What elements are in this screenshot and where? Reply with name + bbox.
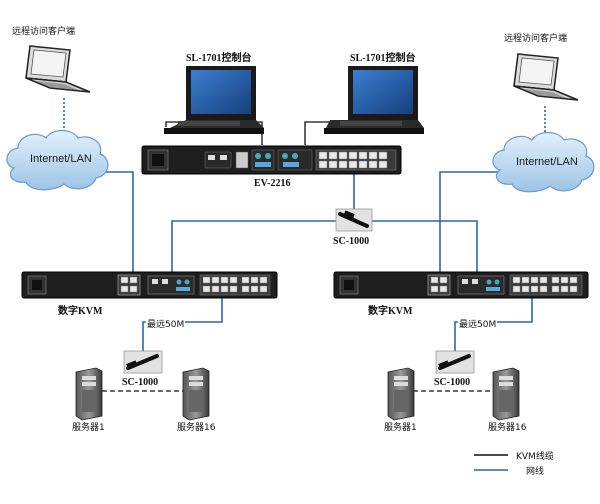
console-right-label: SL-1701控制台 (350, 53, 416, 64)
cloud-right-label: Internet/LAN (516, 156, 578, 168)
sc1000-right-icon (435, 350, 475, 374)
legend-kvm-label: KVM线缆 (516, 452, 554, 462)
laptop-right-icon (513, 53, 579, 101)
distance-right-label: 最远50M (458, 317, 498, 330)
server-tower-ll-icon (75, 367, 103, 421)
cloud-left-label: Internet/LAN (30, 153, 92, 165)
legend-network-label: 网线 (526, 467, 545, 477)
kvm-right-label: 数字KVM (368, 306, 413, 317)
server-tower-rl-icon (387, 367, 415, 421)
cloud-right-icon (492, 131, 595, 193)
console-right-icon (324, 66, 424, 134)
network-lines (63, 98, 546, 352)
kvm-right-icon (333, 271, 589, 299)
remote-client-left-label: 远程访问客户端 (12, 27, 76, 37)
kvm-left-label: 数字KVM (58, 306, 103, 317)
console-left-icon (164, 66, 264, 134)
ev2216-switch-icon (141, 145, 402, 175)
network-link-sc-right (372, 220, 478, 272)
cloud-left-icon (6, 129, 109, 191)
ev2216-label: EV-2216 (254, 178, 291, 189)
server-lr-label: 服务器16 (177, 423, 216, 433)
sc1000-center-label: SC-1000 (333, 236, 370, 247)
kvm-left-icon (21, 271, 278, 299)
sc1000-right-label: SC-1000 (434, 377, 471, 388)
server-rr-label: 服务器16 (488, 423, 527, 433)
server-ll-label: 服务器1 (72, 423, 105, 433)
laptop-left-icon (25, 45, 91, 93)
network-link-left-kvm (92, 171, 134, 272)
network-link-sc-left (171, 220, 337, 272)
server-tower-lr-icon (182, 367, 210, 421)
network-link-right-kvm (439, 171, 498, 272)
remote-client-right-label: 远程访问客户端 (504, 34, 568, 44)
server-tower-rr-icon (492, 367, 520, 421)
server-rl-label: 服务器1 (384, 423, 417, 433)
sc1000-left-label: SC-1000 (122, 377, 159, 388)
sc1000-center-icon (335, 208, 373, 232)
sc1000-left-icon (123, 350, 163, 374)
console-left-label: SL-1701控制台 (186, 53, 252, 64)
distance-left-label: 最远50M (146, 317, 186, 330)
